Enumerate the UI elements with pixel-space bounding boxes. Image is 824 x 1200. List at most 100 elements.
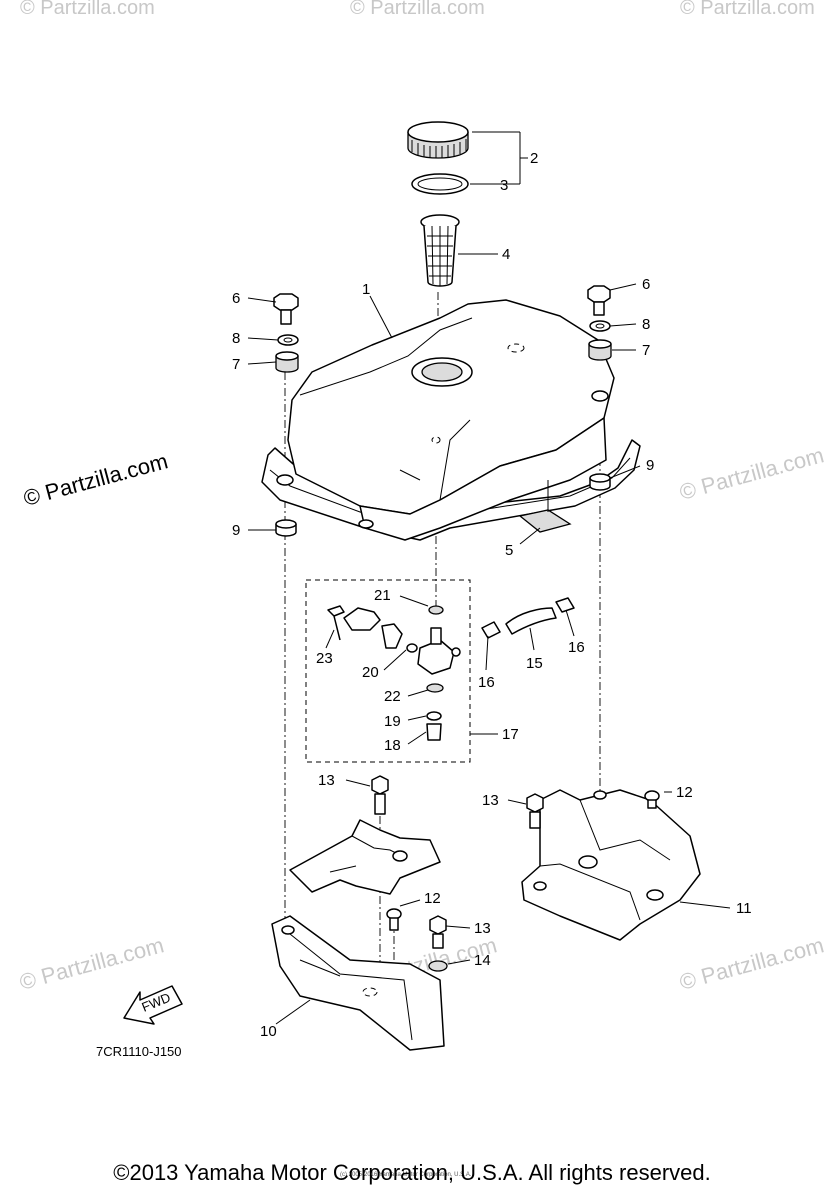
leader-5 bbox=[519, 527, 541, 545]
bolt-13-lower bbox=[428, 915, 448, 972]
tank-ridge bbox=[299, 317, 473, 501]
leader-19 bbox=[407, 715, 427, 721]
callout-22: 22 bbox=[384, 688, 401, 705]
callout-5: 5 bbox=[505, 542, 513, 559]
center-bracket bbox=[289, 819, 441, 895]
gasket-outer bbox=[411, 173, 469, 195]
plate-11-hole-center bbox=[578, 855, 598, 869]
bolt-12-center-shank bbox=[389, 917, 399, 931]
fuel-strainer bbox=[420, 214, 460, 287]
bolt-13-upper-head bbox=[371, 775, 389, 795]
callout-23: 23 bbox=[316, 650, 333, 667]
bolt-12-right bbox=[644, 790, 660, 809]
callout-7-right: 7 bbox=[642, 342, 650, 359]
fuel-cock-body bbox=[417, 639, 455, 675]
plate-11-detail bbox=[539, 799, 671, 921]
leader-16b bbox=[565, 609, 575, 637]
callout-18: 18 bbox=[384, 737, 401, 754]
leader-6b bbox=[609, 283, 637, 291]
leader-13c bbox=[445, 925, 471, 929]
part-21-washer bbox=[428, 605, 444, 615]
callout-9-right: 9 bbox=[646, 457, 654, 474]
callout-8-left: 8 bbox=[232, 330, 240, 347]
callout-13-upper: 13 bbox=[318, 772, 335, 789]
callout-2: 2 bbox=[530, 150, 538, 167]
callout-16-right: 16 bbox=[568, 639, 585, 656]
part-20-lever bbox=[381, 623, 403, 649]
right-washer bbox=[589, 320, 611, 332]
bracket-10-hole bbox=[281, 925, 295, 935]
callout-labels: 1 2 3 4 5 6 6 7 7 8 8 9 9 10 11 12 12 13… bbox=[232, 150, 752, 1040]
bolt-12-right-shank bbox=[647, 799, 657, 809]
tank-vent-mark bbox=[507, 343, 525, 353]
collar-right bbox=[589, 473, 611, 491]
left-washer-hole bbox=[283, 337, 293, 343]
leader-9b bbox=[609, 465, 641, 479]
fuel-cap-top bbox=[407, 121, 469, 143]
part-22-washer bbox=[426, 683, 444, 693]
watermark-lower-left: © Partzilla.com bbox=[17, 932, 167, 995]
callout-15: 15 bbox=[526, 655, 543, 672]
callout-10: 10 bbox=[260, 1023, 277, 1040]
left-bolt-shank bbox=[280, 309, 292, 325]
callout-3: 3 bbox=[500, 177, 508, 194]
fuel-cock-inlet bbox=[430, 627, 442, 645]
bolt-13-right-head bbox=[526, 793, 544, 813]
leader-22 bbox=[407, 689, 429, 697]
callout-9-left: 9 bbox=[232, 522, 240, 539]
tank-drain-mark bbox=[431, 436, 441, 444]
left-bolt-head bbox=[273, 293, 299, 311]
plate-11 bbox=[521, 789, 701, 941]
leader-1 bbox=[369, 295, 393, 339]
callout-8-right: 8 bbox=[642, 316, 650, 333]
cap-gasket bbox=[411, 173, 469, 195]
washer-14 bbox=[428, 960, 448, 972]
callout-12-center: 12 bbox=[424, 890, 441, 907]
plate-11-body bbox=[521, 789, 701, 941]
strainer-mesh bbox=[427, 225, 453, 286]
fuel-cock-assembly bbox=[327, 605, 461, 741]
part-20-oring bbox=[406, 643, 418, 653]
leader-6a bbox=[247, 297, 277, 303]
fuel-cock-assembly-box bbox=[305, 579, 471, 763]
plate-11-hole-top bbox=[593, 790, 607, 800]
watermark-top-right: © Partzilla.com bbox=[680, 0, 815, 19]
callout-13-right: 13 bbox=[482, 792, 499, 809]
callout-19: 19 bbox=[384, 713, 401, 730]
callout-6-left: 6 bbox=[232, 290, 240, 307]
watermark-mid-right: © Partzilla.com bbox=[677, 442, 824, 505]
plate-11-hole-left bbox=[533, 881, 547, 891]
bracket-10-detail bbox=[289, 933, 413, 1041]
bolt-13-lower-shank bbox=[432, 933, 444, 949]
bolt-13-right-shank bbox=[529, 811, 541, 829]
right-grommet-top bbox=[588, 339, 612, 349]
callout-1: 1 bbox=[362, 281, 370, 298]
tank-filler-opening bbox=[421, 362, 463, 382]
callout-21: 21 bbox=[374, 587, 391, 604]
bracket-10-body bbox=[271, 915, 445, 1051]
leader-13a bbox=[345, 779, 371, 787]
fwd-arrow-shape bbox=[123, 985, 183, 1025]
part-16-clip-left bbox=[481, 621, 501, 639]
right-bolt-shank bbox=[593, 301, 605, 316]
bolt-13-lower-head bbox=[429, 915, 447, 935]
tank-pad bbox=[518, 480, 572, 533]
callout-12-right: 12 bbox=[676, 784, 693, 801]
leader-13b bbox=[507, 799, 527, 805]
fuel-hose-set bbox=[481, 597, 575, 639]
bolt-12-center bbox=[386, 908, 402, 931]
collar-left-top bbox=[275, 519, 297, 529]
fine-print: (c) 2005-2016 Yamaha Motor Corporation, … bbox=[340, 1172, 472, 1178]
tank-mount-hole-front bbox=[358, 519, 374, 529]
bolt-13-right bbox=[526, 793, 544, 829]
callout-4: 4 bbox=[502, 246, 510, 263]
part-23-screw bbox=[327, 605, 345, 641]
bracket-10-hole-lower bbox=[362, 987, 378, 997]
part-19-oring bbox=[426, 711, 442, 721]
callout-7-left: 7 bbox=[232, 356, 240, 373]
collar-left bbox=[275, 519, 297, 537]
diagram-code: 7CR1110-J150 bbox=[96, 1044, 182, 1059]
plate-11-hole-right bbox=[646, 889, 664, 901]
bracket-10 bbox=[271, 915, 445, 1051]
